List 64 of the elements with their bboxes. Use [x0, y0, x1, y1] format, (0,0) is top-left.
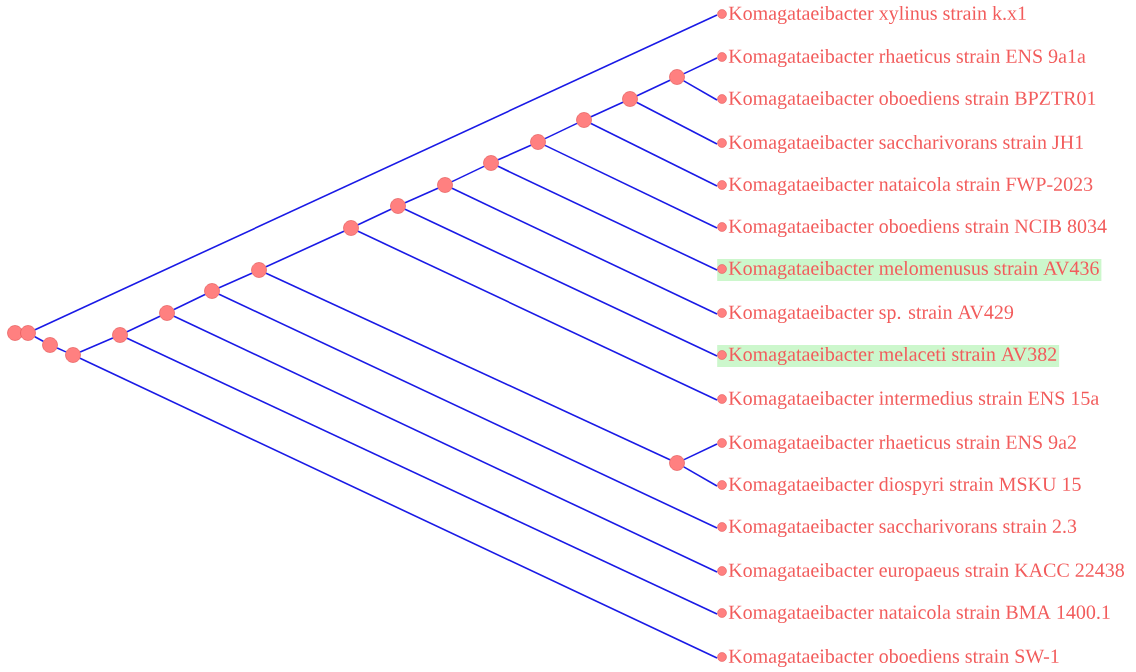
branch-line [56, 347, 67, 353]
branch-line [451, 165, 485, 183]
branch-node [483, 155, 499, 171]
leaf-label: Komagataeibacter saccharivorans strain 2.3 [717, 518, 1077, 538]
branch-line [544, 144, 718, 229]
leaf-label: Komagataeibacter nataicola strain BMA 1400.1 [717, 604, 1110, 624]
branch-line [636, 79, 671, 97]
leaf-label: Komagataeibacter intermedius strain ENS 15a [717, 390, 1099, 410]
branch-line [218, 272, 253, 289]
leaf-label: Komagataeibacter oboediens strain NCIB 8034 [717, 218, 1107, 238]
branch-line [79, 337, 114, 353]
branch-node [343, 220, 359, 236]
leaf-label: Komagataeibacter nataicola strain FWP-2023 [717, 176, 1093, 196]
branch-node [622, 91, 638, 107]
branch-line [218, 293, 718, 529]
branch-node [42, 337, 58, 353]
branch-line [34, 335, 44, 343]
branch-node [669, 455, 685, 471]
leaf-label: Komagataeibacter saccharivorans strain JH1 [717, 134, 1083, 154]
leaf-label: Komagataeibacter xylinus strain k.x1 [717, 5, 1026, 25]
leaf-label: Komagataeibacter europaeus strain KACC 22438 [717, 562, 1124, 582]
branch-line [173, 315, 718, 573]
branch-node [390, 198, 406, 214]
branch-node [251, 262, 267, 278]
branch-line [683, 443, 718, 461]
branch-node [20, 325, 36, 341]
branch-line [683, 57, 718, 75]
leaf-label: Komagataeibacter sp. strain AV429 [717, 304, 1014, 324]
branch-line [682, 466, 718, 487]
branch-line [590, 101, 624, 118]
branch-node [530, 134, 546, 150]
branch-line [544, 122, 578, 140]
branch-node [112, 327, 128, 343]
leaf-label: Komagataeibacter rhaeticus strain ENS 9a1a [717, 48, 1086, 68]
branch-line [357, 208, 392, 226]
branch-line [34, 14, 718, 331]
branch-line [126, 337, 718, 615]
branch-line [682, 80, 718, 101]
branch-node [204, 283, 220, 299]
branch-line [173, 293, 206, 311]
leaf-label: Komagataeibacter melomenusus strain AV436 [717, 258, 1102, 282]
branch-node [669, 69, 685, 85]
branch-node [7, 325, 23, 341]
branch-line [126, 315, 161, 333]
branch-line [265, 272, 671, 461]
leaf-label: Komagataeibacter oboediens strain SW-1 [717, 648, 1059, 668]
branch-node [576, 112, 592, 128]
branch-line [357, 230, 718, 401]
leaf-label: Komagataeibacter melaceti strain AV382 [717, 344, 1060, 368]
branch-line [404, 208, 718, 357]
branch-line [404, 187, 439, 204]
branch-node [65, 347, 81, 363]
branch-node [437, 177, 453, 193]
leaf-label: Komagataeibacter rhaeticus strain ENS 9a2 [717, 434, 1076, 454]
leaf-label: Komagataeibacter diospyri strain MSKU 15 [717, 476, 1081, 496]
branch-line [590, 122, 718, 187]
branch-line [497, 144, 532, 161]
branch-line [497, 165, 718, 271]
branch-line [79, 357, 718, 659]
leaf-label: Komagataeibacter oboediens strain BPZTR01 [717, 90, 1096, 110]
branch-line [636, 101, 718, 145]
branch-node [159, 305, 175, 321]
branch-line [451, 187, 718, 315]
branch-line [265, 230, 345, 268]
